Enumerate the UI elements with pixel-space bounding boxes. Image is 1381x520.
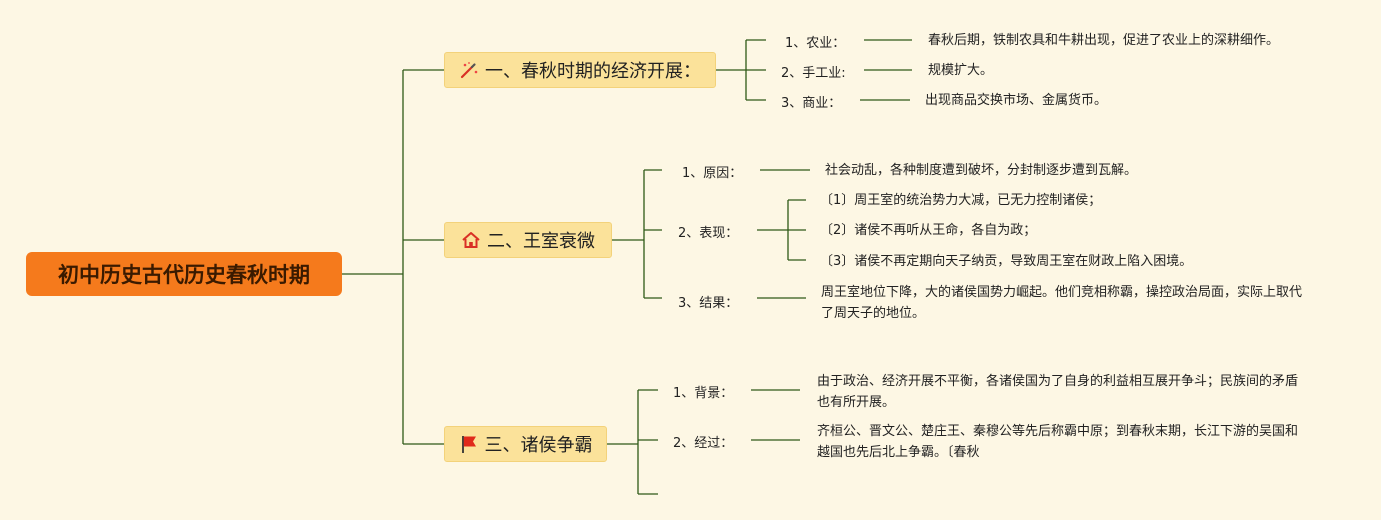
sub-agriculture[interactable]: 1、农业：	[785, 36, 846, 51]
leaf-manifestation-3[interactable]: 〔3〕诸侯不再定期向天子纳贡，导致周王室在财政上陷入困境。	[820, 254, 1193, 269]
sub-handicraft[interactable]: 2、手工业:	[781, 66, 846, 81]
leaf-manifestation-2[interactable]: 〔2〕诸侯不再听从王命，各自为政；	[820, 223, 1037, 238]
sub-commerce[interactable]: 3、商业：	[781, 96, 842, 111]
sub-process[interactable]: 2、经过：	[673, 436, 734, 451]
branch-royal-decline[interactable]: 二、王室衰微	[444, 222, 612, 258]
branch-label: 一、春秋时期的经济开展：	[485, 61, 701, 82]
sub-result[interactable]: 3、结果：	[678, 296, 739, 311]
root-topic[interactable]: 初中历史古代历史春秋时期	[26, 252, 342, 296]
root-title: 初中历史古代历史春秋时期	[58, 263, 310, 287]
leaf-agriculture[interactable]: 春秋后期，铁制农具和牛耕出现，促进了农业上的深耕细作。	[928, 33, 1280, 48]
sub-cause[interactable]: 1、原因：	[682, 166, 743, 181]
branch-hegemony[interactable]: 三、诸侯争霸	[444, 426, 607, 462]
branch-label: 二、王室衰微	[487, 231, 595, 252]
home-icon	[461, 231, 481, 249]
leaf-cause[interactable]: 社会动乱，各种制度遭到破坏，分封制逐步遭到瓦解。	[825, 163, 1138, 178]
pencil-sparkle-icon	[459, 61, 479, 79]
leaf-manifestation-1[interactable]: 〔1〕周王室的统治势力大减，已无力控制诸侯；	[820, 193, 1102, 208]
red-flag-icon	[459, 434, 479, 454]
branch-label: 三、诸侯争霸	[484, 435, 593, 456]
sub-manifestation[interactable]: 2、表现：	[678, 226, 739, 241]
sub-background[interactable]: 1、背景：	[673, 386, 734, 401]
branch-economy[interactable]: 一、春秋时期的经济开展：	[444, 52, 716, 88]
leaf-commerce[interactable]: 出现商品交换市场、金属货币。	[925, 93, 1108, 108]
leaf-background[interactable]: 由于政治、经济开展不平衡，各诸侯国为了自身的利益相互展开争斗；民族间的矛盾也有所…	[817, 374, 1299, 410]
leaf-handicraft[interactable]: 规模扩大。	[928, 63, 994, 78]
leaf-result[interactable]: 周王室地位下降，大的诸侯国势力崛起。他们竞相称霸，操控政治局面，实际上取代了周天…	[821, 285, 1303, 321]
leaf-process[interactable]: 齐桓公、晋文公、楚庄王、秦穆公等先后称霸中原；到春秋末期，长江下游的吴国和越国也…	[817, 424, 1299, 460]
